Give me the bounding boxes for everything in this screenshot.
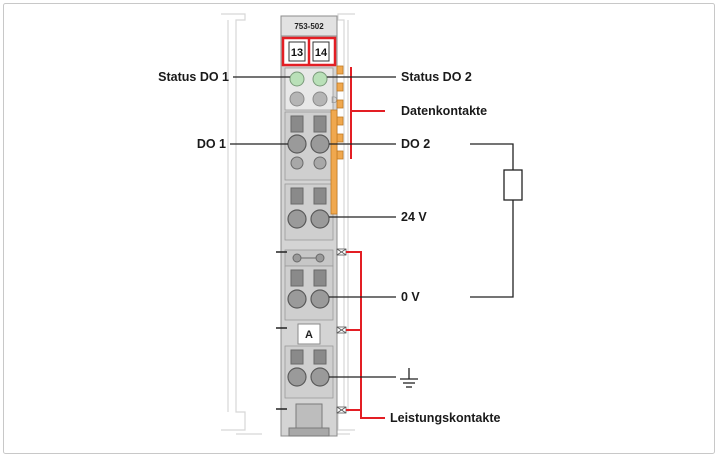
label-do1: DO 1 bbox=[197, 137, 226, 151]
terminal-24v-left bbox=[287, 209, 307, 229]
terminal-pe-left bbox=[287, 367, 307, 387]
marker-letter: A bbox=[305, 329, 313, 341]
release-slot-do2 bbox=[313, 115, 327, 133]
terminal-number-right: 14 bbox=[315, 47, 328, 59]
label-datenkontakte: Datenkontakte bbox=[401, 104, 487, 118]
io-module: 753-502 13 14 D bbox=[280, 15, 338, 437]
label-24v: 24 V bbox=[401, 210, 427, 224]
release-slot-do1 bbox=[290, 115, 304, 133]
terminal-0v-right bbox=[310, 289, 330, 309]
terminal-number-left: 13 bbox=[291, 47, 303, 59]
led-off-left bbox=[289, 91, 305, 107]
side-contact-strip bbox=[330, 109, 338, 215]
load-circuit bbox=[470, 143, 514, 298]
diagram-frame bbox=[3, 3, 715, 454]
label-leistungskontakte: Leistungskontakte bbox=[390, 411, 500, 425]
led-letter: D bbox=[331, 95, 338, 105]
load-resistor-icon bbox=[503, 169, 523, 201]
leader-lines bbox=[230, 76, 396, 378]
part-number: 753-502 bbox=[294, 22, 324, 31]
terminal-0v-left bbox=[287, 289, 307, 309]
terminal-24v-right bbox=[310, 209, 330, 229]
marker-label bbox=[297, 323, 321, 345]
label-status-do2: Status DO 2 bbox=[401, 70, 472, 84]
terminal-do1 bbox=[287, 134, 307, 154]
label-status-do1: Status DO 1 bbox=[158, 70, 229, 84]
leistungskontakte-bracket bbox=[346, 251, 385, 419]
label-do2: DO 2 bbox=[401, 137, 430, 151]
led-off-right bbox=[312, 91, 328, 107]
data-contacts bbox=[336, 65, 344, 160]
ground-icon bbox=[400, 368, 418, 388]
terminal-do2 bbox=[310, 134, 330, 154]
module-top-cap bbox=[280, 15, 338, 37]
terminal-pe-right bbox=[310, 367, 330, 387]
label-0v: 0 V bbox=[401, 290, 420, 304]
status-led-do1 bbox=[289, 71, 305, 87]
status-led-do2 bbox=[312, 71, 328, 87]
